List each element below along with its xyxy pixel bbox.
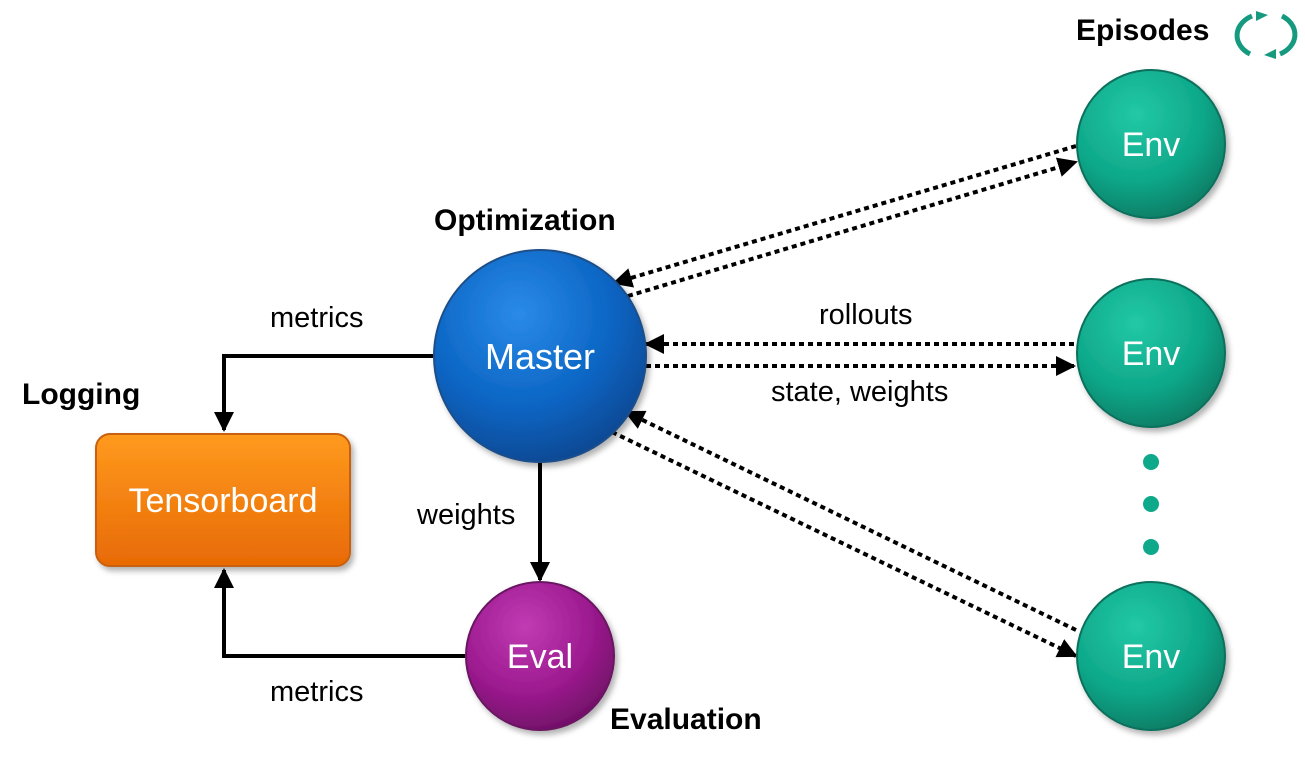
- master-to-tensorboard-edge: [214, 354, 433, 432]
- logging-heading: Logging: [22, 378, 141, 411]
- eval-label: Eval: [507, 638, 573, 676]
- cycle-arrows-icon: [1234, 11, 1298, 59]
- evaluation-heading: Evaluation: [610, 703, 762, 736]
- state-weights-label: state, weights: [771, 376, 949, 408]
- metrics-bottom-label: metrics: [270, 676, 364, 708]
- env-top-label: Env: [1122, 126, 1181, 164]
- env-middle-node: Env: [1076, 278, 1226, 428]
- ellipsis-dot: [1143, 454, 1159, 470]
- eval-node: Eval: [465, 581, 615, 731]
- weights-label: weights: [417, 499, 516, 531]
- tensorboard-node: Tensorboard: [95, 433, 351, 567]
- master-label: Master: [485, 336, 595, 377]
- optimization-heading: Optimization: [434, 204, 616, 237]
- env-bottom-to-master-edge: [624, 410, 1077, 632]
- episodes-heading: Episodes: [1076, 14, 1210, 47]
- dotted-connectors: [611, 144, 1078, 658]
- tensorboard-label: Tensorboard: [128, 482, 317, 520]
- env-bottom-label: Env: [1122, 638, 1181, 676]
- ellipsis-dots: [1143, 454, 1159, 555]
- solid-connectors: [214, 354, 550, 658]
- metrics-top-label: metrics: [270, 302, 364, 334]
- env-bottom-node: Env: [1076, 581, 1226, 731]
- env-top-to-master-edge: [612, 144, 1077, 288]
- master-to-env-top-edge: [627, 157, 1078, 298]
- master-to-env-bottom-edge: [611, 430, 1078, 658]
- ellipsis-dot: [1143, 539, 1159, 555]
- env-middle-label: Env: [1122, 335, 1181, 373]
- rollouts-label: rollouts: [819, 299, 913, 331]
- master-node: Master: [433, 249, 647, 463]
- eval-to-tensorboard-edge: [214, 568, 465, 658]
- env-top-node: Env: [1076, 69, 1226, 219]
- ellipsis-dot: [1143, 496, 1159, 512]
